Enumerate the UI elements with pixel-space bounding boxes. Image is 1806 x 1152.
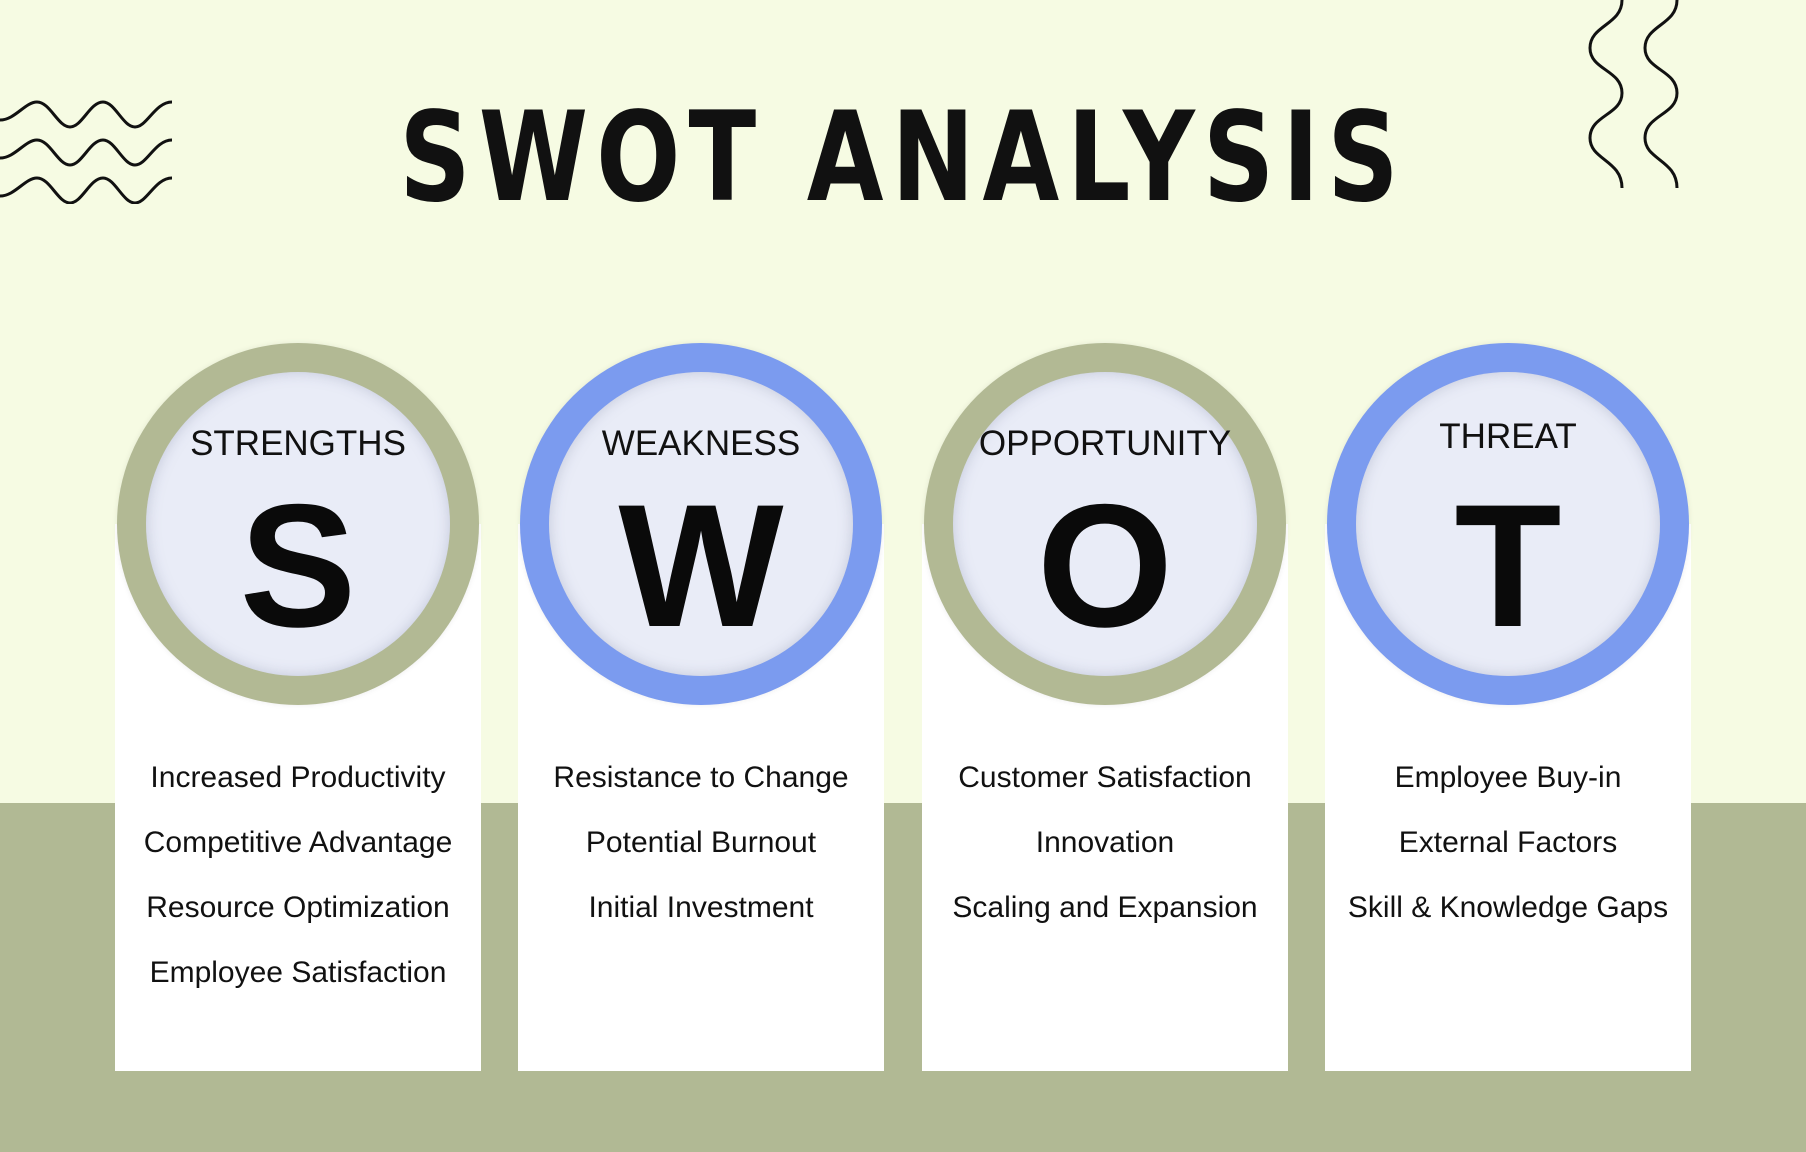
list-item: Scaling and Expansion <box>952 891 1258 924</box>
swot-circle-s: STRENGTHS S <box>117 343 479 705</box>
list-item: Skill & Knowledge Gaps <box>1347 891 1669 924</box>
list-item: Initial Investment <box>588 891 814 924</box>
swot-circle-w: WEAKNESS W <box>520 343 882 705</box>
quadrant-letter: S <box>239 469 357 664</box>
list-item: Resistance to Change <box>553 761 849 794</box>
circle-inner: STRENGTHS S <box>146 372 450 676</box>
list-item: Employee Satisfaction <box>149 956 447 989</box>
circle-inner: THREAT T <box>1356 372 1660 676</box>
list-item: External Factors <box>1398 826 1618 859</box>
list-item: Increased Productivity <box>150 761 446 794</box>
quadrant-letter: W <box>618 469 784 664</box>
page-title: SWOT ANALYSIS <box>399 86 1407 230</box>
wave-decoration-left <box>0 100 173 204</box>
swot-circle-t: THREAT T <box>1327 343 1689 705</box>
circle-inner: WEAKNESS W <box>549 372 853 676</box>
list-item: Competitive Advantage <box>143 826 453 859</box>
circle-inner: OPPORTUNITY O <box>953 372 1257 676</box>
list-item: Innovation <box>1035 826 1175 859</box>
quadrant-label: WEAKNESS <box>601 424 801 463</box>
quadrant-label: THREAT <box>1439 417 1577 456</box>
quadrant-label: OPPORTUNITY <box>978 424 1232 463</box>
quadrant-letter: O <box>1036 469 1174 664</box>
list-item: Customer Satisfaction <box>958 761 1252 794</box>
quadrant-label: STRENGTHS <box>190 424 406 463</box>
list-item: Potential Burnout <box>585 826 817 859</box>
quadrant-letter: T <box>1454 469 1562 664</box>
wave-decoration-right <box>1588 0 1679 189</box>
list-item: Resource Optimization <box>146 891 450 924</box>
swot-circle-o: OPPORTUNITY O <box>924 343 1286 705</box>
list-item: Employee Buy-in <box>1394 761 1622 794</box>
